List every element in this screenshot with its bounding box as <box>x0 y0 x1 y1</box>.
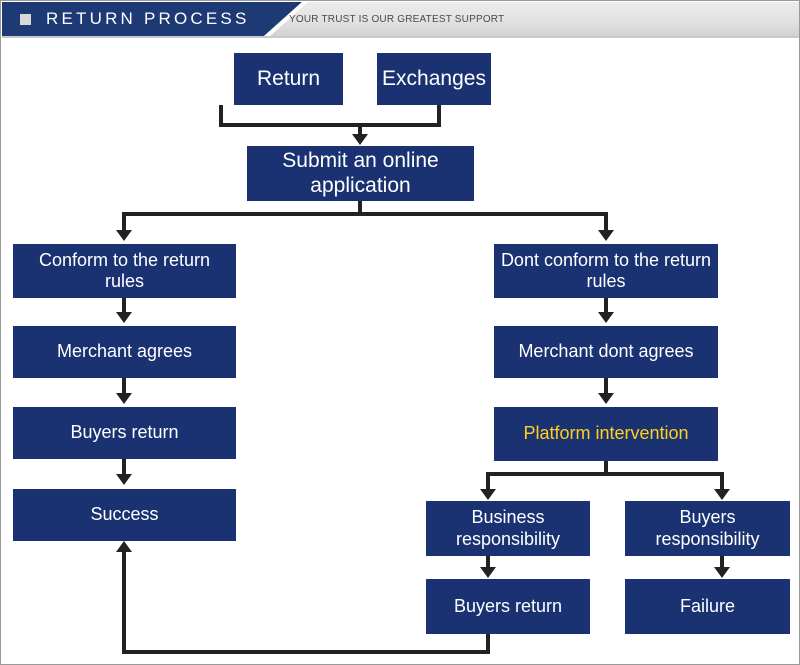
arrowhead-into-dont-conform <box>598 230 614 241</box>
edge-feedback-down-stem <box>486 634 490 654</box>
edge-split-left-drop-business <box>486 472 490 490</box>
arrowhead-into-buyers-responsibility <box>714 489 730 500</box>
edge-split-right-drop-buyers <box>720 472 724 490</box>
edge-merchant-dont-to-platform <box>604 378 608 394</box>
header-tagline: YOUR TRUST IS OUR GREATEST SUPPORT <box>289 14 505 25</box>
node-merchant-dont-agrees[interactable]: Merchant dont agrees <box>494 326 718 378</box>
node-return[interactable]: Return <box>234 53 343 105</box>
node-submit-application[interactable]: Submit an online application <box>247 146 474 201</box>
arrowhead-into-conform <box>116 230 132 241</box>
node-platform-intervention[interactable]: Platform intervention <box>494 407 718 461</box>
edge-feedback-horizontal <box>122 650 490 654</box>
edge-split-left-drop <box>122 212 126 231</box>
arrowhead-into-merchant-dont-agrees <box>598 312 614 323</box>
arrowhead-into-failure <box>714 567 730 578</box>
edge-business-resp-to-buyers-return <box>486 556 490 568</box>
arrowhead-into-success <box>116 474 132 485</box>
arrowhead-into-business-responsibility <box>480 489 496 500</box>
edge-split-bar-branches <box>122 212 608 216</box>
edge-conform-to-merchant-agrees <box>122 298 126 313</box>
header-banner-shape <box>2 2 302 36</box>
edge-merge-bar-top <box>219 123 441 127</box>
edge-buyers-return-to-success <box>122 459 126 475</box>
node-success[interactable]: Success <box>13 489 236 541</box>
node-buyers-return-right[interactable]: Buyers return <box>426 579 590 634</box>
page-title: RETURN PROCESS <box>46 9 250 28</box>
node-failure[interactable]: Failure <box>625 579 790 634</box>
node-merchant-agrees[interactable]: Merchant agrees <box>13 326 236 378</box>
edge-exchanges-to-submit <box>437 105 441 125</box>
node-conform-to-return-rules[interactable]: Conform to the return rules <box>13 244 236 298</box>
edge-submit-down-stem <box>358 201 362 215</box>
arrowhead-into-platform-intervention <box>598 393 614 404</box>
page-header: RETURN PROCESS YOUR TRUST IS OUR GREATES… <box>2 2 799 36</box>
edge-split-bar-responsibility <box>486 472 724 476</box>
edge-buyers-resp-to-failure <box>720 556 724 568</box>
arrowhead-into-merchant-agrees <box>116 312 132 323</box>
node-buyers-responsibility[interactable]: Buyers responsibility <box>625 501 790 556</box>
node-business-responsibility[interactable]: Business responsibility <box>426 501 590 556</box>
arrowhead-into-buyers-return-left <box>116 393 132 404</box>
edge-platform-down-stem <box>604 461 608 475</box>
edge-split-right-drop <box>604 212 608 231</box>
arrowhead-into-buyers-return-right <box>480 567 496 578</box>
edge-merchant-agrees-to-buyers-return <box>122 378 126 394</box>
node-buyers-return-left[interactable]: Buyers return <box>13 407 236 459</box>
edge-return-to-submit <box>219 105 223 125</box>
node-exchanges[interactable]: Exchanges <box>377 53 491 105</box>
arrowhead-into-submit <box>352 134 368 145</box>
edge-feedback-up-stem <box>122 552 126 652</box>
header-divider <box>2 36 799 38</box>
arrowhead-feedback-into-success <box>116 541 132 552</box>
square-bullet-icon <box>20 14 31 25</box>
node-dont-conform-to-return-rules[interactable]: Dont conform to the return rules <box>494 244 718 298</box>
edge-dont-conform-to-merchant-dont <box>604 298 608 313</box>
edge-merge-down-stem <box>358 123 362 136</box>
